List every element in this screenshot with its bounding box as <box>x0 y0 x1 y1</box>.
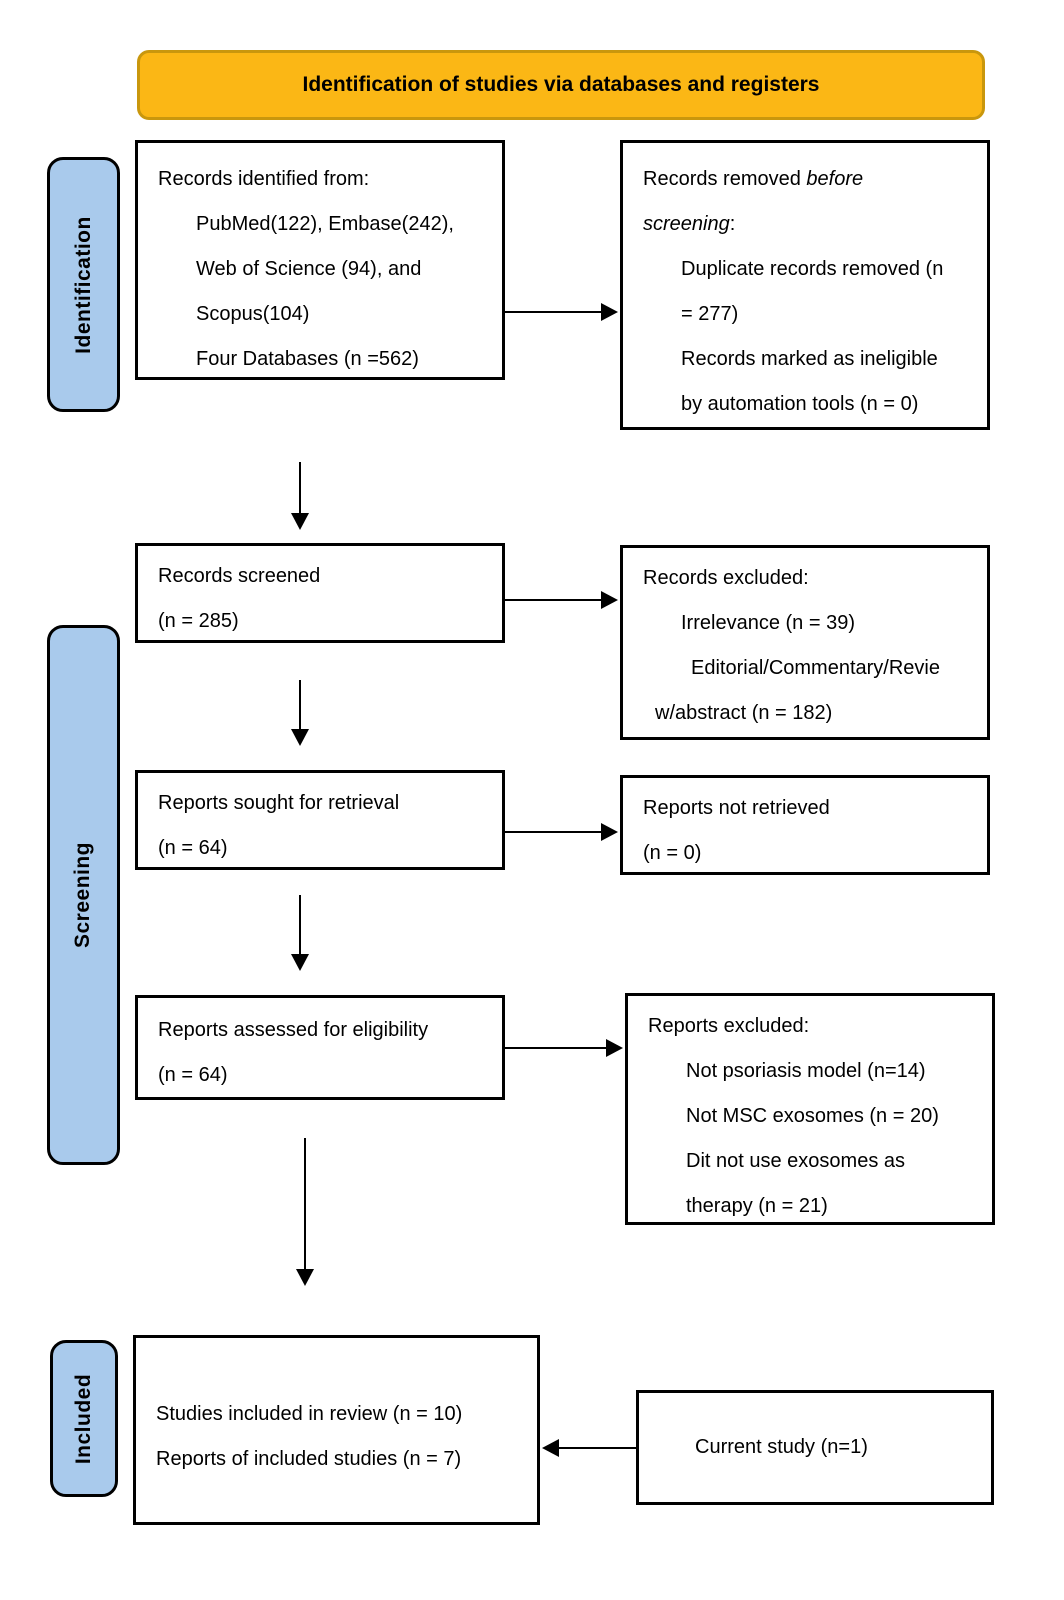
arrow-screened-to-excluded <box>505 591 618 609</box>
studies-included-line: Studies included in review (n = 10) <box>156 1403 463 1425</box>
arrow-screened-to-sought <box>291 680 309 746</box>
reports-not-retrieved-label: Reports not retrieved <box>643 797 830 819</box>
box-records-removed: Records removed before screening: Duplic… <box>620 140 990 430</box>
reports-sought-label: Reports sought for retrieval <box>158 792 400 814</box>
records-identified-sources-3: Scopus(104) <box>196 303 310 325</box>
box-current-study: Current study (n=1) <box>636 1390 994 1505</box>
box-reports-assessed: Reports assessed for eligibility (n = 64… <box>135 995 505 1100</box>
box-reports-not-retrieved: Reports not retrieved (n = 0) <box>620 775 990 875</box>
records-screened-count: (n = 285) <box>158 610 239 632</box>
reports-excluded-heading: Reports excluded: <box>648 1015 810 1037</box>
arrow-identified-to-removed <box>505 303 618 321</box>
box-records-screened: Records screened (n = 285) <box>135 543 505 643</box>
arrow-assessed-to-excluded <box>505 1039 623 1057</box>
box-studies-included: Studies included in review (n = 10) Repo… <box>133 1335 540 1525</box>
records-identified-sources-2: Web of Science (94), and <box>196 258 422 280</box>
stage-label-identification-text: Identification <box>71 215 95 354</box>
box-reports-sought: Reports sought for retrieval (n = 64) <box>135 770 505 870</box>
stage-label-screening: Screening <box>47 625 120 1165</box>
stage-label-included: Included <box>50 1340 118 1497</box>
records-identified-total: Four Databases (n =562) <box>196 348 419 370</box>
arrow-assessed-to-included <box>296 1138 314 1286</box>
reports-assessed-count: (n = 64) <box>158 1064 228 1086</box>
box-records-identified: Records identified from: PubMed(122), Em… <box>135 140 505 380</box>
records-removed-automation-2: by automation tools (n = 0) <box>681 393 919 415</box>
box-reports-excluded: Reports excluded: Not psoriasis model (n… <box>625 993 995 1225</box>
reports-excluded-reason-3a: Dit not use exosomes as <box>686 1150 905 1172</box>
current-study-label: Current study (n=1) <box>695 1436 868 1458</box>
records-removed-duplicates-1: Duplicate records removed (n <box>681 258 944 280</box>
diagram-title: Identification of studies via databases … <box>302 73 820 96</box>
reports-sought-count: (n = 64) <box>158 837 228 859</box>
diagram-title-banner: Identification of studies via databases … <box>137 50 985 120</box>
records-excluded-irrelevance: Irrelevance (n = 39) <box>681 612 855 634</box>
reports-excluded-reason-1: Not psoriasis model (n=14) <box>686 1060 926 1082</box>
arrow-sought-to-assessed <box>291 895 309 971</box>
records-excluded-editorial-2: w/abstract (n = 182) <box>655 702 833 724</box>
records-identified-sources-1: PubMed(122), Embase(242), <box>196 213 454 235</box>
records-removed-duplicates-2: = 277) <box>681 303 739 325</box>
records-removed-automation-1: Records marked as ineligible <box>681 348 938 370</box>
arrow-identified-to-screened <box>291 462 309 530</box>
stage-label-identification: Identification <box>47 157 120 412</box>
records-removed-heading-2: screening: <box>643 213 736 235</box>
records-excluded-editorial-1: Editorial/Commentary/Revie <box>691 657 940 679</box>
reports-included-line: Reports of included studies (n = 7) <box>156 1448 462 1470</box>
reports-excluded-reason-2: Not MSC exosomes (n = 20) <box>686 1105 939 1127</box>
reports-excluded-reason-3b: therapy (n = 21) <box>686 1195 828 1217</box>
records-excluded-heading: Records excluded: <box>643 567 809 589</box>
stage-label-screening-text: Screening <box>71 841 95 949</box>
stage-label-included-text: Included <box>72 1373 95 1464</box>
records-identified-heading: Records identified from: <box>158 168 370 190</box>
reports-assessed-label: Reports assessed for eligibility <box>158 1019 429 1041</box>
records-screened-label: Records screened <box>158 565 321 587</box>
arrow-sought-to-not-retrieved <box>505 823 618 841</box>
box-records-excluded: Records excluded: Irrelevance (n = 39) E… <box>620 545 990 740</box>
records-removed-heading-1: Records removed before <box>643 168 864 190</box>
reports-not-retrieved-count: (n = 0) <box>643 842 702 864</box>
arrow-current-study-to-included <box>542 1439 636 1457</box>
